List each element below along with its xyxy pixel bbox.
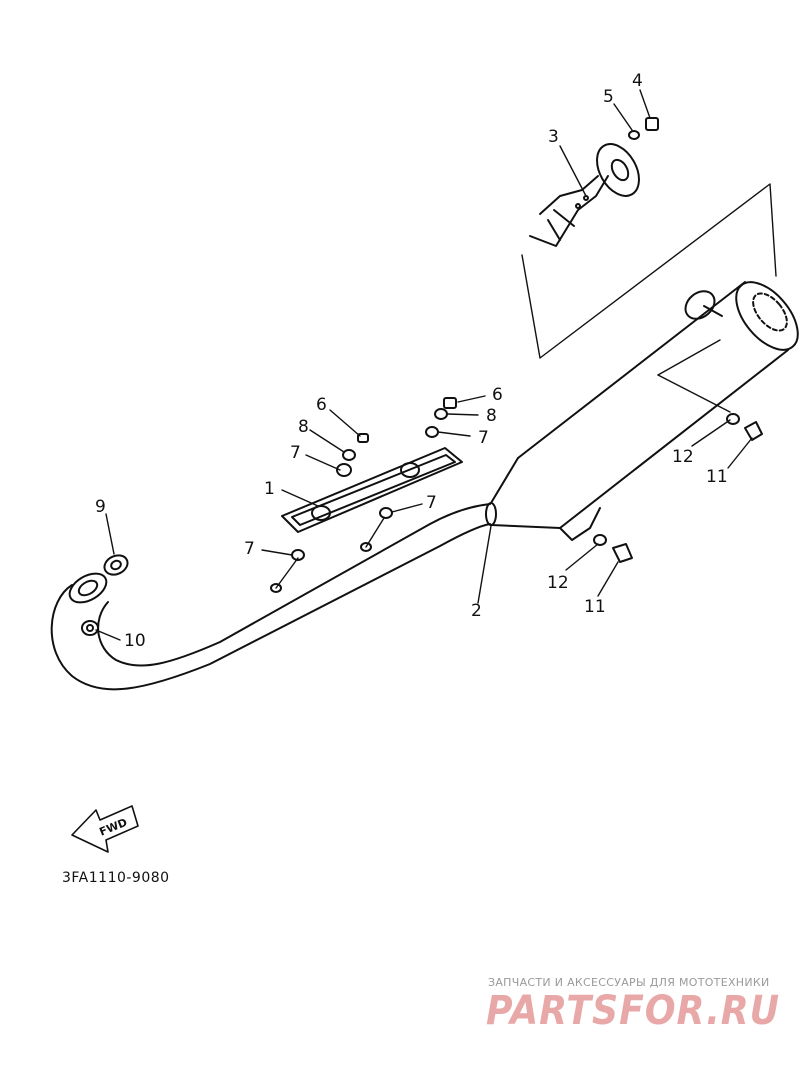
washer-part-5 bbox=[628, 130, 640, 140]
callout-4: 4 bbox=[632, 71, 643, 91]
callout-11: 11 bbox=[584, 597, 606, 617]
callout-7: 7 bbox=[244, 539, 255, 559]
watermark-caption: ЗАПЧАСТИ И АКСЕССУАРЫ ДЛЯ МОТОТЕХНИКИ bbox=[488, 976, 770, 989]
nut-part-10 bbox=[81, 620, 99, 636]
callout-3: 3 bbox=[548, 127, 559, 147]
callout-12: 12 bbox=[672, 447, 694, 467]
callout-7: 7 bbox=[290, 443, 301, 463]
callout-9: 9 bbox=[95, 497, 106, 517]
exhaust-pipe bbox=[50, 281, 799, 691]
callout-8: 8 bbox=[298, 417, 309, 437]
bolt-part-4 bbox=[645, 117, 659, 131]
collar-part-7 bbox=[291, 426, 439, 561]
callout-6: 6 bbox=[316, 395, 327, 415]
screw-part-6 bbox=[357, 397, 457, 443]
watermark: ЗАПЧАСТИ И АКСЕССУАРЫ ДЛЯ МОТОТЕХНИКИ PA… bbox=[486, 976, 780, 1034]
leader-lines bbox=[95, 89, 753, 641]
callout-5: 5 bbox=[603, 87, 614, 107]
watermark-logo: PARTSFOR.RU bbox=[486, 988, 780, 1034]
callout-10: 10 bbox=[124, 631, 146, 651]
bolt-part-11 bbox=[612, 421, 763, 563]
part-code-label: 3FA1110-9080 bbox=[62, 870, 170, 886]
callout-12: 12 bbox=[547, 573, 569, 593]
gasket-part-9 bbox=[103, 554, 129, 576]
callout-8: 8 bbox=[486, 406, 497, 426]
callout-2: 2 bbox=[471, 601, 482, 621]
heat-protector bbox=[281, 447, 463, 533]
callout-6: 6 bbox=[492, 385, 503, 405]
callout-labels: 4 5 3 6 6 8 8 7 7 7 7 1 9 10 2 12 11 12 … bbox=[95, 71, 728, 651]
silencer-insert bbox=[529, 143, 640, 247]
callout-1: 1 bbox=[264, 479, 275, 499]
assembly-guide-lines bbox=[521, 183, 777, 413]
callout-7: 7 bbox=[478, 428, 489, 448]
callout-11: 11 bbox=[706, 467, 728, 487]
callout-7: 7 bbox=[426, 493, 437, 513]
fwd-arrow-icon bbox=[71, 805, 139, 853]
spring-washer-part-8 bbox=[342, 408, 448, 461]
washer-part-12 bbox=[593, 413, 740, 546]
